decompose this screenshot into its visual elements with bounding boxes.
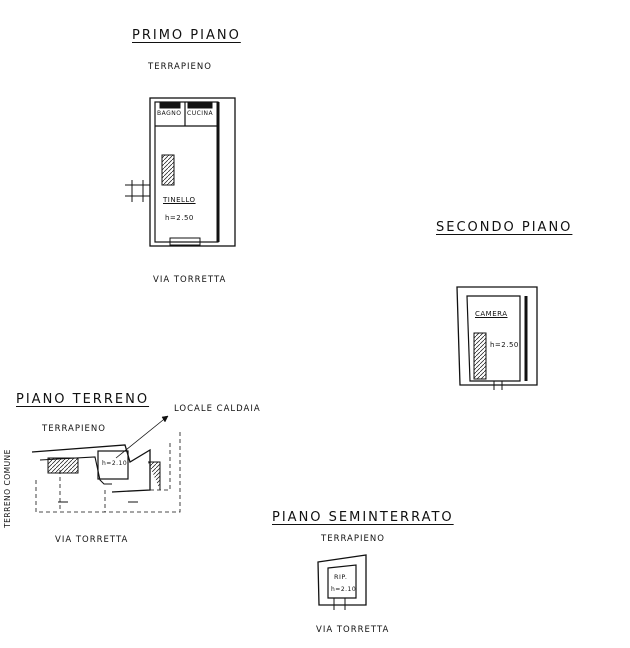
seminterrato-outer-wall (317, 554, 367, 606)
terreno-outer-wall (31, 444, 151, 493)
cucina-label: CUCINA (187, 110, 214, 117)
tinello-label: TINELLO (163, 196, 196, 204)
terreno-dashed-boundary (35, 432, 181, 513)
secondo-piano-title: SECONDO PIANO (436, 220, 573, 235)
terreno-height-label: h=2.10 (102, 460, 128, 467)
locale-caldaia-label: LOCALE CALDAIA (174, 404, 261, 414)
primo-north-label: TERRAPIENO (148, 62, 212, 72)
primo-entrance (125, 180, 150, 202)
seminterrato-inner-wall (327, 564, 357, 599)
bagno-fixture (159, 102, 181, 109)
terreno-plan (31, 415, 181, 513)
seminterrato-title: PIANO SEMINTERRATO (272, 510, 454, 525)
primo-stair (161, 154, 175, 186)
secondo-stair (473, 332, 487, 380)
rip-label: RIP. (334, 573, 348, 581)
terreno-comune-label: TERRENO COMUNE (2, 449, 12, 528)
seminterrato-plan (317, 554, 367, 610)
cucina-fixture (187, 102, 213, 109)
seminterrato-north-label: TERRAPIENO (321, 534, 385, 544)
secondo-height-label: h=2.50 (490, 341, 519, 349)
seminterrato-south-label: VIA TORRETTA (316, 625, 390, 635)
secondo-outer-wall (456, 286, 538, 386)
bagno-label: BAGNO (157, 110, 182, 117)
primo-outer-wall (149, 97, 236, 247)
primo-piano-title: PRIMO PIANO (132, 28, 241, 43)
terreno-south-label: VIA TORRETTA (55, 535, 129, 545)
camera-label: CAMERA (475, 310, 508, 318)
primo-south-label: VIA TORRETTA (153, 275, 227, 285)
callout-leader (115, 415, 169, 459)
secondo-inner-wall (466, 295, 521, 382)
seminterrato-height-label: h=2.10 (331, 586, 357, 593)
primo-piano-plan (125, 97, 236, 247)
locale-caldaia (97, 450, 129, 480)
piano-terreno-title: PIANO TERRENO (16, 392, 150, 407)
primo-window (169, 237, 201, 246)
primo-height-label: h=2.50 (165, 214, 194, 222)
secondo-piano-plan (456, 286, 538, 390)
terreno-stair (47, 457, 79, 474)
terreno-north-label: TERRAPIENO (42, 424, 106, 434)
